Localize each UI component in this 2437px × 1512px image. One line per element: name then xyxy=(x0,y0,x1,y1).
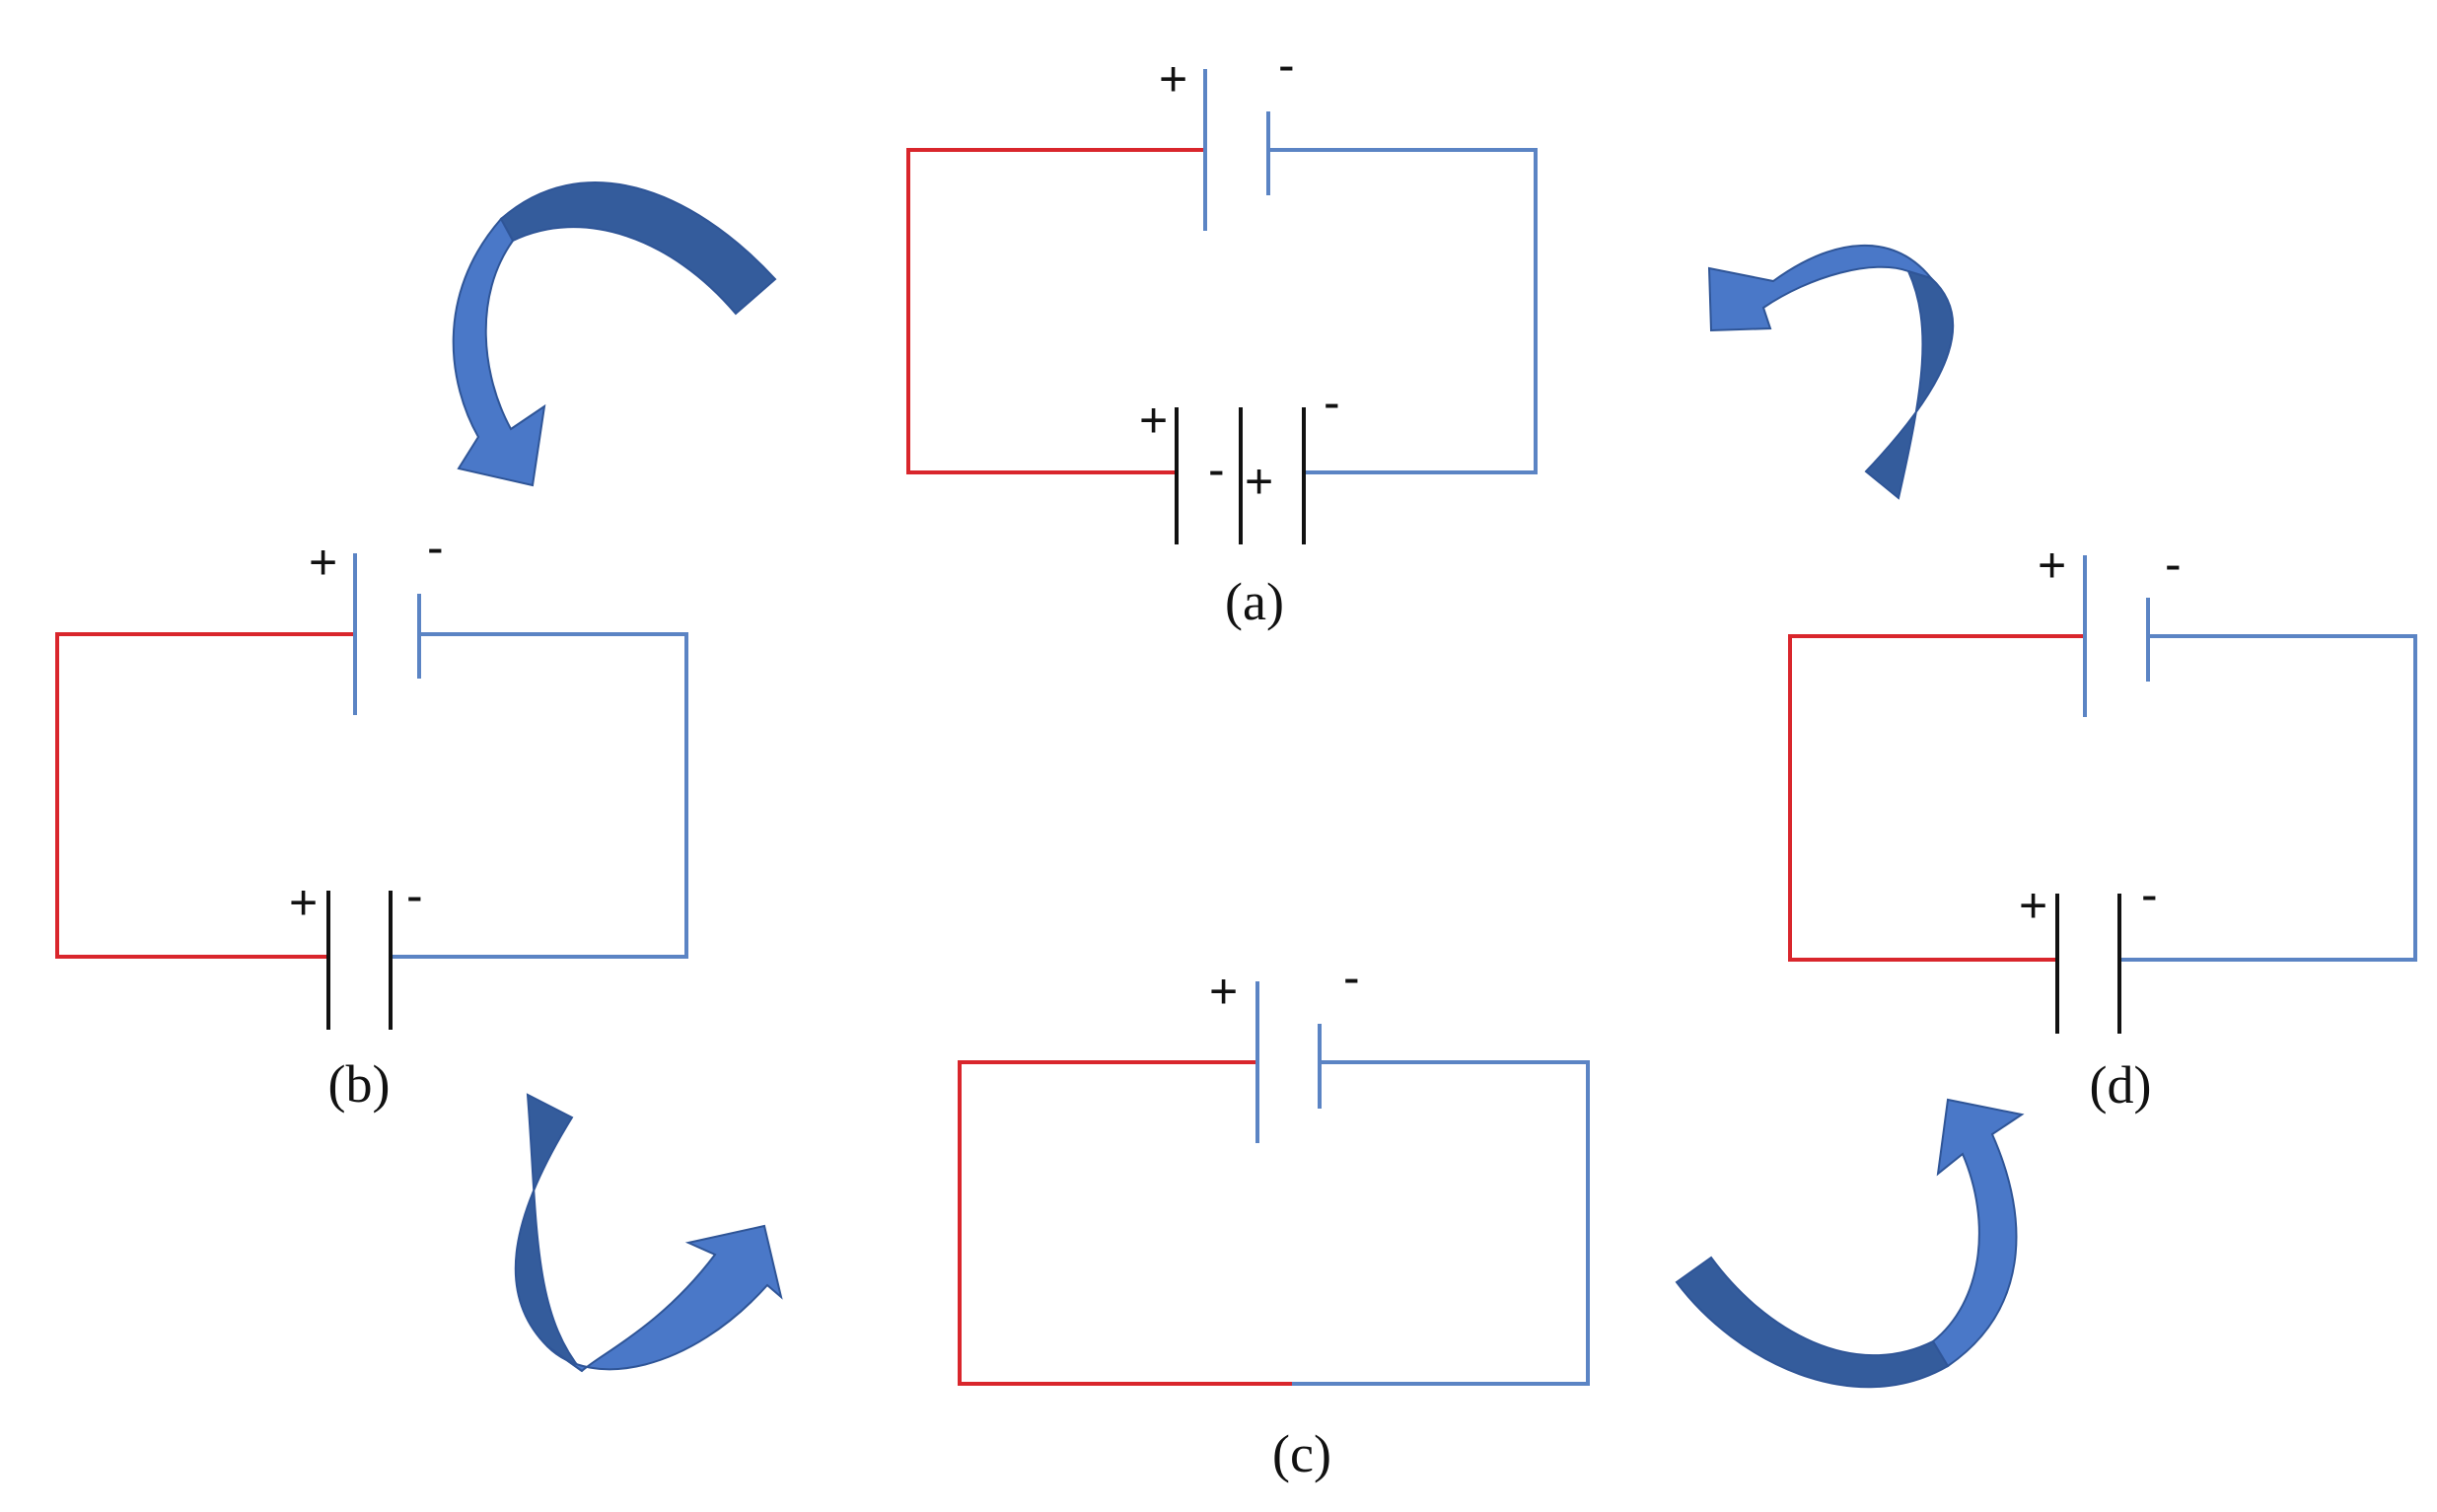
circuit-a-negative-wire xyxy=(1268,148,1538,474)
circuit-a: + - + - + - (a) xyxy=(906,37,1538,631)
circuit-a-cell-label-1: + xyxy=(1139,393,1168,448)
curved-arrow-icon xyxy=(452,181,777,487)
circuit-a-source-minus: - xyxy=(1278,37,1295,93)
circuit-c: + - (c) xyxy=(958,950,1590,1483)
circuit-d: + - + - (d) xyxy=(1788,537,2417,1115)
circuit-d-positive-wire xyxy=(1788,634,2085,962)
curved-arrow-icon xyxy=(1707,244,1955,500)
curved-arrow-icon xyxy=(1675,1098,2025,1389)
circuit-d-cell-label-1: + xyxy=(2019,878,2047,933)
circuit-a-positive-wire xyxy=(906,148,1205,474)
circuit-c-positive-wire xyxy=(958,1060,1292,1386)
circuit-d-negative-wire xyxy=(2119,634,2417,962)
circuit-c-source-minus: - xyxy=(1343,950,1360,1005)
circuit-a-cell-label-3: + xyxy=(1245,454,1273,509)
circuit-d-caption: (d) xyxy=(2090,1055,2152,1115)
circuit-c-negative-wire xyxy=(1292,1060,1590,1386)
circuit-a-source-plus: + xyxy=(1159,51,1187,107)
circuit-b-positive-wire xyxy=(55,632,355,959)
circuit-b-source-minus: - xyxy=(427,520,444,575)
circuit-b-cell-label-1: + xyxy=(289,875,318,930)
circuit-b: + - + - (b) xyxy=(55,520,688,1114)
circuit-a-caption: (a) xyxy=(1225,572,1284,631)
circuit-a-cell-label-4: - xyxy=(1324,375,1340,430)
circuit-b-cell-label-2: - xyxy=(406,868,423,923)
circuit-a-cell-label-2: - xyxy=(1208,442,1225,497)
circuit-b-caption: (b) xyxy=(328,1054,391,1114)
circuit-b-source-plus: + xyxy=(309,535,337,590)
circuit-d-source-plus: + xyxy=(2038,538,2066,593)
circuit-b-negative-wire xyxy=(391,632,688,959)
circuit-c-source-plus: + xyxy=(1209,964,1238,1019)
circuit-d-source-minus: - xyxy=(2165,537,2182,592)
circuit-c-caption: (c) xyxy=(1272,1424,1331,1483)
circuit-d-cell-label-2: - xyxy=(2141,867,2158,922)
curved-arrow-icon xyxy=(514,1093,783,1373)
